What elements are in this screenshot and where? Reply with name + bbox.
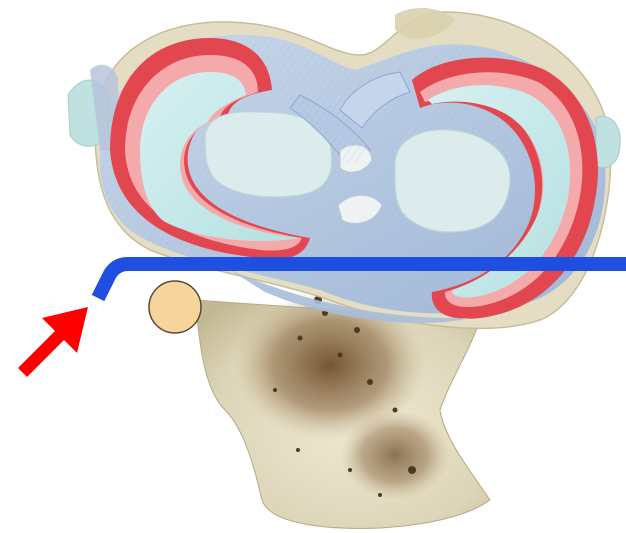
arrow-up-right-icon bbox=[18, 307, 88, 377]
marrow-stain-lower bbox=[340, 410, 450, 500]
circle-marker-icon bbox=[149, 281, 201, 333]
